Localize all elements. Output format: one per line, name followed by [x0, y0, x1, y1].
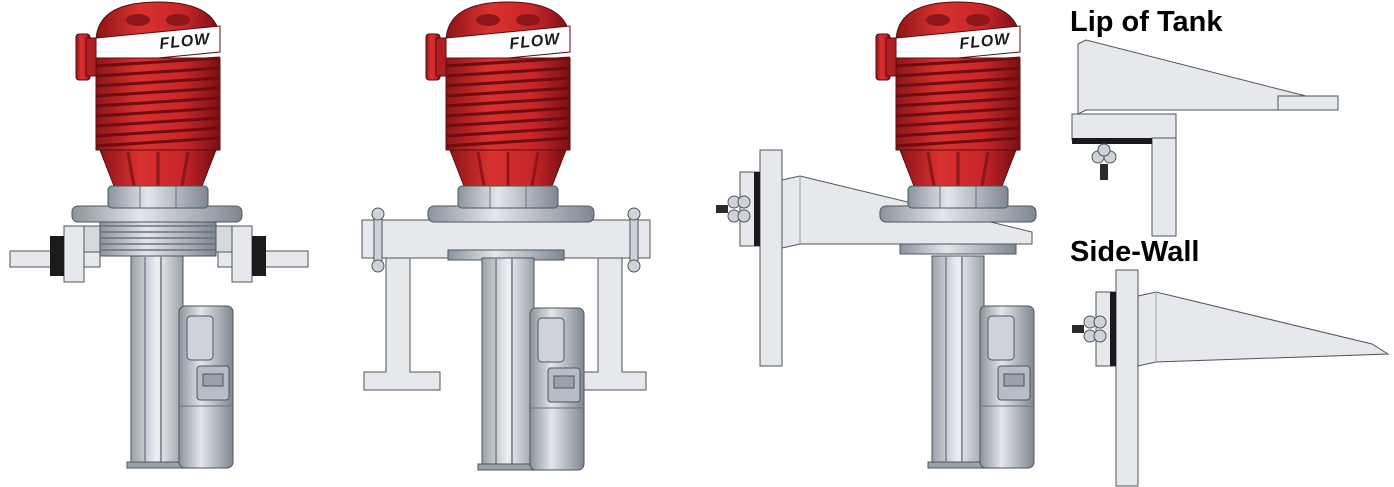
lip-of-tank-caption: Lip of Tank [1070, 6, 1223, 38]
lip-of-tank-detail [1071, 39, 1339, 237]
tank-wall [759, 149, 783, 367]
side-wall-detail [1071, 269, 1390, 487]
gasket [50, 236, 64, 276]
wall-bracket-mount-view: FLOW [715, 0, 1037, 469]
flanged-tank-mount-view: FLOW [361, 0, 651, 471]
gasket [754, 172, 760, 246]
brand-mark: FLOW [159, 31, 212, 53]
brand-mark: FLOW [509, 31, 562, 53]
gasket [1072, 138, 1152, 144]
gasket [1110, 292, 1116, 366]
wedge-bracket [1137, 291, 1390, 367]
threaded-tank-mount-view: FLOW [9, 0, 309, 469]
wedge-bracket [1077, 39, 1307, 115]
brand-mark: FLOW [959, 31, 1012, 53]
side-wall-caption: Side-Wall [1070, 236, 1200, 268]
tank-wall [363, 257, 441, 391]
tank-wall [1115, 269, 1139, 487]
